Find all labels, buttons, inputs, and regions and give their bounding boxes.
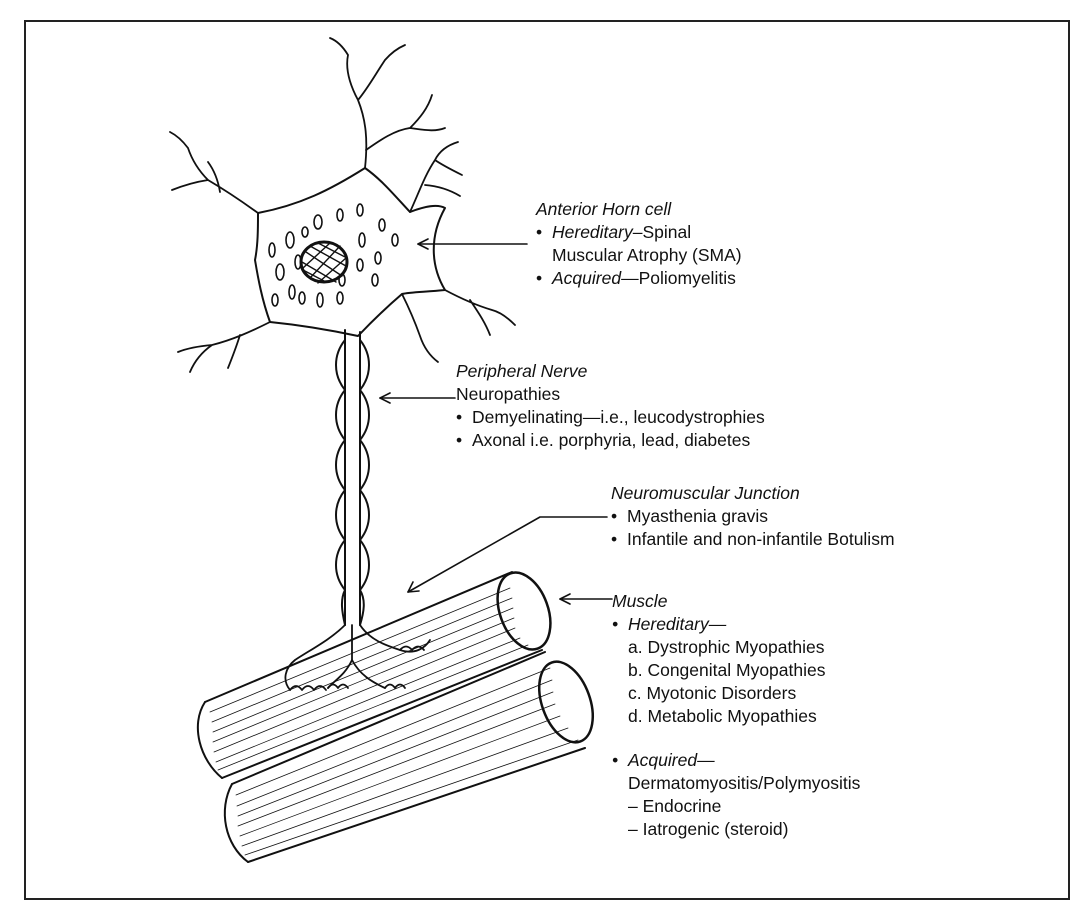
peripheral-nerve-title: Peripheral Nerve [456,360,765,383]
peripheral-nerve-label: Peripheral Nerve Neuropathies Demyelinat… [456,360,765,452]
nissl-bodies [269,204,398,307]
peripheral-nerve-item: Demyelinating—i.e., leucodystrophies [456,406,765,429]
nmj-label: Neuromuscular Junction Myasthenia gravis… [611,482,895,551]
peripheral-nerve-subtitle: Neuropathies [456,383,765,406]
axon [336,330,369,625]
muscle-acquired-label: Acquired— [612,749,860,772]
dendrites [170,38,515,372]
muscle-fiber-upper [198,565,560,778]
anterior-horn-title: Anterior Horn cell [536,198,742,221]
muscle-hereditary-label: Hereditary— [612,613,860,636]
anterior-horn-item-hereditary-cont: Muscular Atrophy (SMA) [536,244,742,267]
anterior-horn-label: Anterior Horn cell Hereditary–Spinal Mus… [536,198,742,290]
neuron-cell-body [255,168,445,336]
axon-terminals [285,625,430,690]
anterior-horn-item-acquired: Acquired—Poliomyelitis [536,267,742,290]
muscle-hereditary-item: c. Myotonic Disorders [612,682,860,705]
nmj-item: Myasthenia gravis [611,505,895,528]
muscle-acquired-item: Dermatomyositis/Polymyositis [612,772,860,795]
nmj-item: Infantile and non-infantile Botulism [611,528,895,551]
nmj-title: Neuromuscular Junction [611,482,895,505]
muscle-title: Muscle [612,590,860,613]
muscle-hereditary-item: a. Dystrophic Myopathies [612,636,860,659]
muscle-fiber-lower [225,652,603,862]
anterior-horn-item-hereditary: Hereditary–Spinal [536,221,742,244]
peripheral-nerve-item: Axonal i.e. porphyria, lead, diabetes [456,429,765,452]
muscle-hereditary-item: d. Metabolic Myopathies [612,705,860,728]
muscle-hereditary-item: b. Congenital Myopathies [612,659,860,682]
muscle-label: Muscle Hereditary— a. Dystrophic Myopath… [612,590,860,841]
muscle-acquired-item: – Iatrogenic (steroid) [612,818,860,841]
arrow-nmj [408,517,607,592]
muscle-acquired-item: – Endocrine [612,795,860,818]
